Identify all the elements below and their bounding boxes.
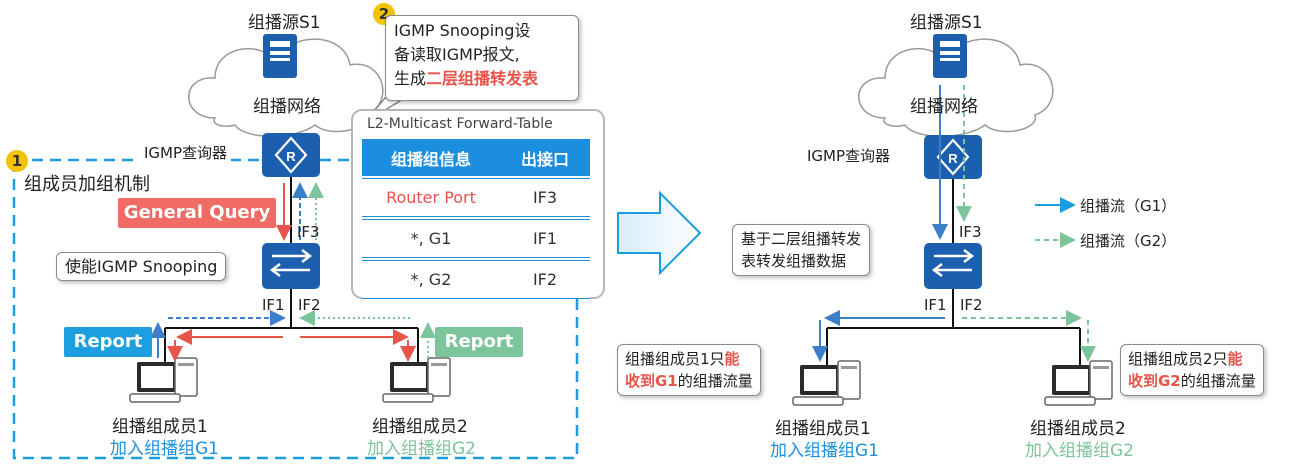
legend-g2-label: 组播流（G2） — [1080, 232, 1177, 250]
pc-icon — [129, 357, 198, 403]
router-icon: R — [924, 135, 982, 179]
multicast-source-label: 组播源S1 — [248, 13, 321, 33]
pc-icon — [382, 357, 451, 403]
step2-highlight: 二层组播转发表 — [426, 69, 539, 88]
member-2-join-label: 加入组播组G2 — [1025, 441, 1134, 461]
port-label-if3: IF3 — [297, 223, 320, 241]
server-icon — [933, 34, 967, 78]
area-title: 组成员加组机制 — [24, 174, 150, 195]
forward-note-line-2: 表转发组播数据 — [741, 252, 847, 270]
report-badge-1: Report — [64, 327, 152, 357]
member1-note-callout: 组播组成员1只能 收到G1的组播流量 — [617, 344, 761, 396]
general-query-badge: General Query — [118, 198, 276, 228]
member-2-join-label: 加入组播组G2 — [367, 439, 476, 459]
step2-line-1: IGMP Snooping设 — [394, 21, 531, 40]
step2-line-2: 备读取IGMP报文, — [394, 45, 520, 64]
enable-snooping-callout: 使能IGMP Snooping — [56, 252, 227, 281]
port-label-if1: IF1 — [924, 296, 947, 314]
table-header-group: 组播组信息 — [362, 139, 500, 176]
step2-callout: IGMP Snooping设 备读取IGMP报文, 生成二层组播转发表 — [385, 15, 579, 101]
step2-line-3: 生成二层组播转发表 — [394, 69, 539, 88]
cloud-left — [188, 38, 384, 137]
legend-g1-label: 组播流（G1） — [1080, 197, 1177, 215]
pc-icon — [1044, 360, 1113, 406]
report-badge-2: Report — [435, 327, 523, 357]
transition-arrow-icon — [617, 190, 702, 276]
table-row: *, G1 IF1 — [362, 219, 590, 258]
member-1-join-label: 加入组播组G1 — [110, 439, 219, 459]
switch-icon — [924, 243, 982, 289]
flow-arrows-right — [812, 85, 1096, 362]
forward-table-title: L2-Multicast Forward-Table — [367, 116, 553, 132]
cloud-right — [858, 38, 1054, 137]
forward-note-callout: 基于二层组播转发 表转发组播数据 — [732, 224, 871, 276]
switch-icon — [262, 243, 320, 289]
multicast-network-label: 组播网络 — [253, 97, 321, 117]
port-label-if2: IF2 — [960, 296, 983, 314]
server-icon — [263, 34, 297, 78]
table-row: *, G2 IF2 — [362, 260, 590, 299]
table-row: Router Port IF3 — [362, 178, 590, 217]
querier-label: IGMP查询器 — [803, 145, 895, 166]
svg-text:R: R — [948, 151, 958, 166]
table-header-row: 组播组信息 出接口 — [362, 139, 590, 176]
table-cell-port: IF1 — [500, 219, 590, 258]
table-cell-port: IF2 — [500, 260, 590, 299]
table-header-port: 出接口 — [500, 139, 590, 176]
table-cell-group: *, G2 — [362, 260, 500, 299]
port-label-if1: IF1 — [262, 296, 285, 314]
member2-note-callout: 组播组成员2只能 收到G2的组播流量 — [1120, 344, 1264, 396]
member-1-join-label: 加入组播组G1 — [770, 441, 879, 461]
flow-arrows-left — [150, 182, 436, 362]
port-label-if3: IF3 — [959, 223, 982, 241]
querier-label: IGMP查询器 — [140, 142, 232, 163]
step-1-badge: 1 — [6, 150, 28, 172]
group-join-area-border — [12, 158, 579, 460]
pc-icon — [792, 360, 861, 406]
multicast-network-label: 组播网络 — [910, 97, 978, 117]
forward-note-line-1: 基于二层组播转发 — [741, 230, 862, 248]
router-icon: R — [262, 133, 320, 177]
multicast-source-label: 组播源S1 — [910, 13, 983, 33]
table-cell-port: IF3 — [500, 178, 590, 217]
member-2-label: 组播组成员2 — [1030, 419, 1126, 439]
member-1-label: 组播组成员1 — [775, 419, 871, 439]
member-1-label: 组播组成员1 — [112, 417, 208, 437]
table-cell-group: *, G1 — [362, 219, 500, 258]
port-label-if2: IF2 — [298, 296, 321, 314]
table-cell-group: Router Port — [362, 178, 500, 217]
forward-table: 组播组信息 出接口 Router Port IF3 *, G1 IF1 *, G… — [362, 137, 590, 301]
member-2-label: 组播组成员2 — [372, 417, 468, 437]
svg-text:R: R — [286, 149, 296, 164]
